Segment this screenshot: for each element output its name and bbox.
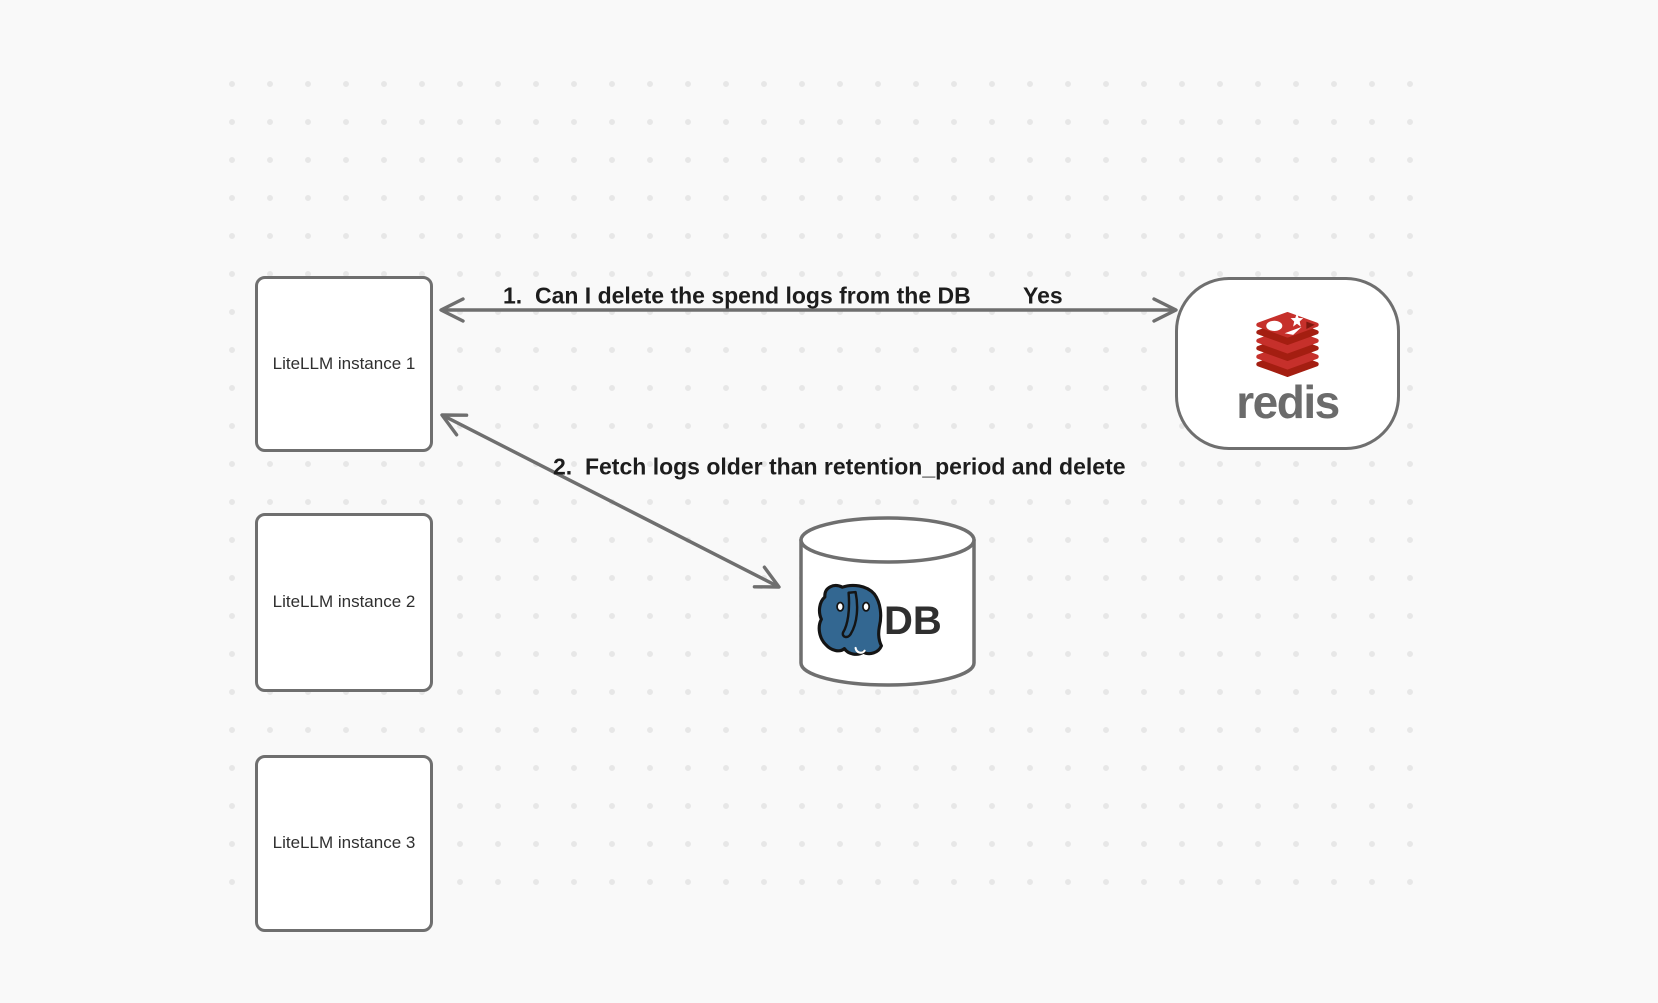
- postgres-elephant-icon: [817, 583, 883, 656]
- db-label: DB: [884, 599, 942, 643]
- edge-arrow-2[interactable]: [440, 413, 781, 589]
- node-litellm-instance-3[interactable]: LiteLLM instance 3: [255, 755, 433, 932]
- edge-1-response-label[interactable]: Yes: [1023, 282, 1063, 309]
- node-label: LiteLLM instance 1: [272, 353, 416, 373]
- node-redis[interactable]: redis: [1175, 277, 1400, 450]
- node-litellm-instance-1[interactable]: LiteLLM instance 1: [255, 276, 433, 452]
- edge-1-label[interactable]: 1. Can I delete the spend logs from the …: [503, 282, 971, 309]
- edge-2-label[interactable]: 2. Fetch logs older than retention_perio…: [553, 453, 1126, 480]
- redis-logo-icon: [1256, 312, 1319, 377]
- node-label: LiteLLM instance 3: [272, 833, 416, 853]
- redis-wordmark: redis: [1236, 376, 1340, 428]
- node-litellm-instance-2[interactable]: LiteLLM instance 2: [255, 513, 433, 692]
- node-label: LiteLLM instance 2: [272, 592, 416, 612]
